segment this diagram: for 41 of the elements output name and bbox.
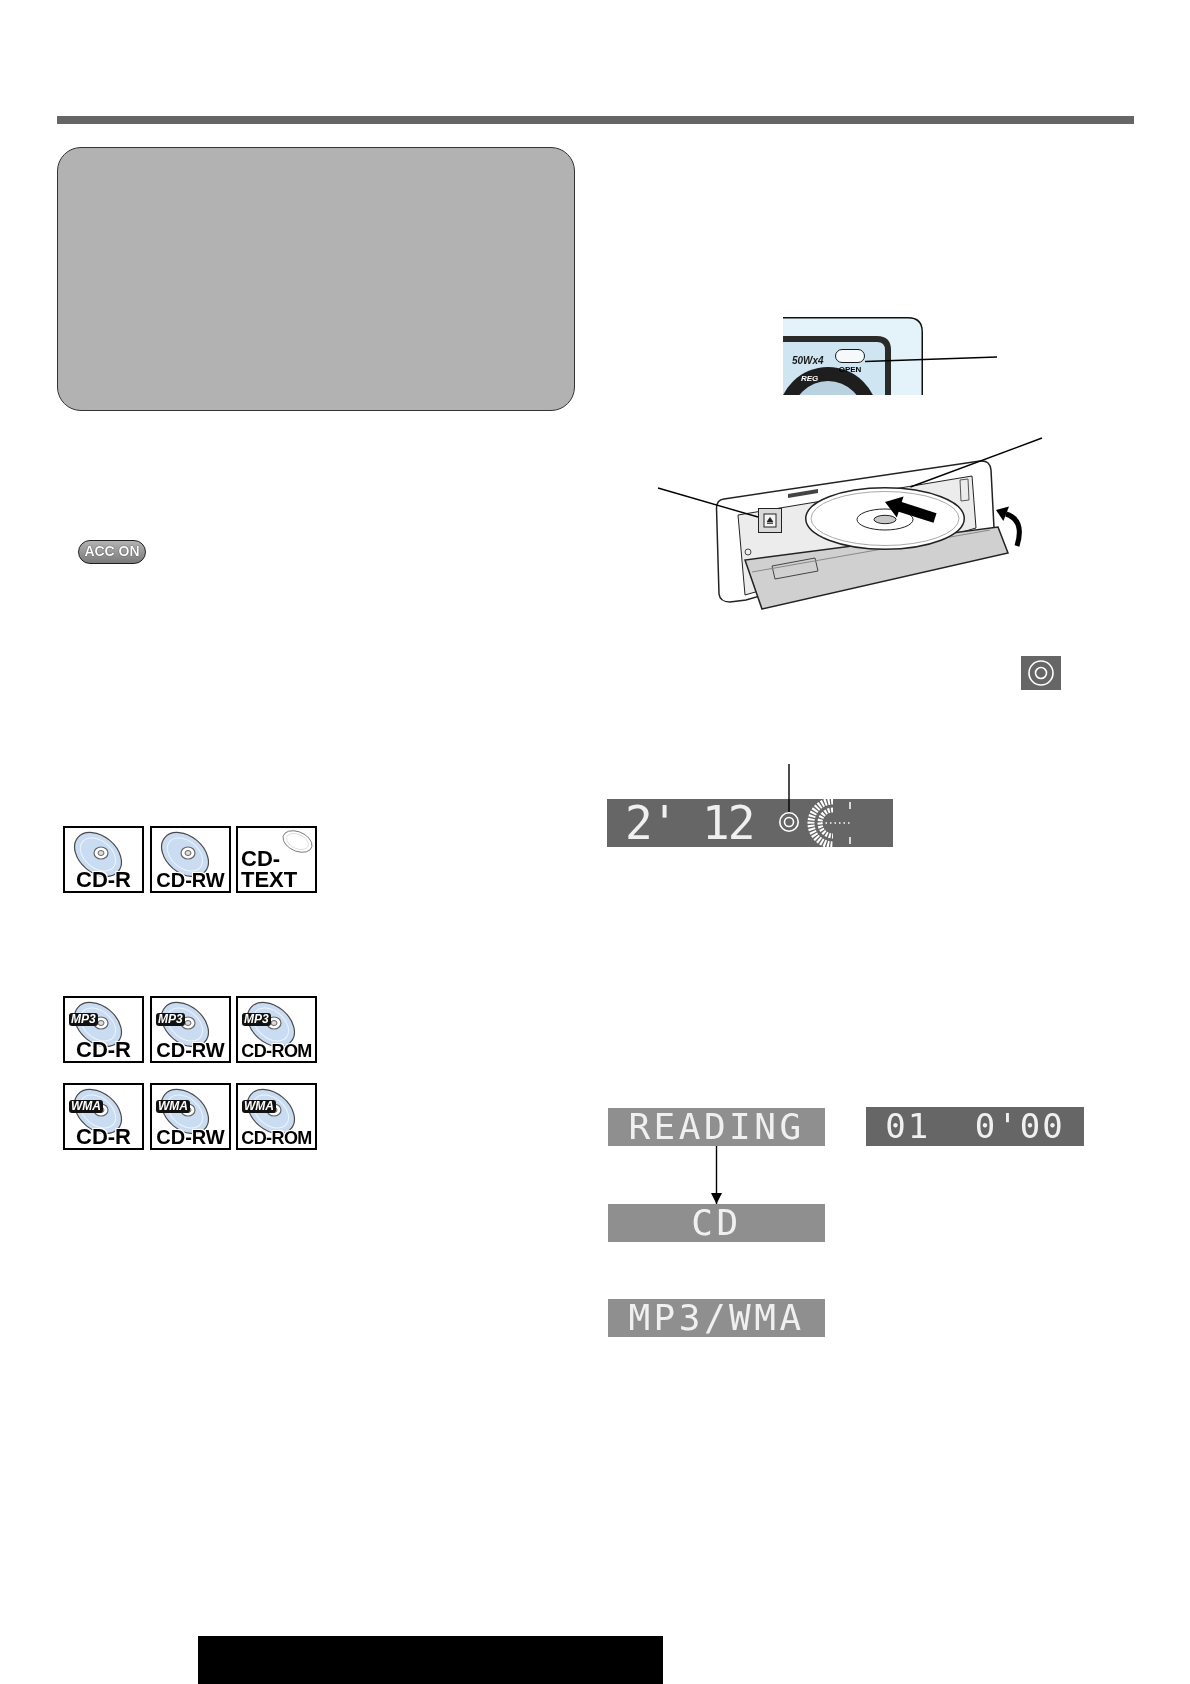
lcd-display: CD bbox=[608, 1204, 825, 1242]
format-tag: WMA bbox=[242, 1100, 276, 1113]
disc-format-mark bbox=[150, 996, 231, 1063]
eject-button bbox=[758, 508, 782, 533]
disc-format-mark bbox=[236, 996, 317, 1063]
format-label: CD-RW bbox=[156, 1041, 225, 1060]
format-tag: WMA bbox=[156, 1100, 190, 1113]
leader-line bbox=[864, 356, 998, 363]
format-tag: MP3 bbox=[69, 1013, 98, 1026]
lcd-display: MP3/WMA bbox=[608, 1299, 825, 1337]
disc-format-mark bbox=[150, 1083, 231, 1150]
format-label: CD-RW bbox=[156, 871, 225, 890]
arrow bbox=[711, 1145, 722, 1205]
lcd-display: 01 0'00 bbox=[866, 1107, 1084, 1146]
disc-format-mark bbox=[236, 1083, 317, 1150]
format-label: CD-R bbox=[76, 1039, 131, 1060]
disc bbox=[805, 487, 965, 550]
format-label: CD-RW bbox=[156, 1128, 225, 1147]
format-tag: MP3 bbox=[156, 1013, 185, 1026]
disc-format-mark bbox=[63, 996, 144, 1063]
display-readout: 2' 12 bbox=[625, 799, 754, 847]
disc-format-mark bbox=[236, 826, 317, 893]
leader-line bbox=[909, 437, 1043, 488]
format-label: CD-ROM bbox=[241, 1043, 312, 1060]
disc-format-mark bbox=[63, 826, 144, 893]
lcd-display: READING bbox=[608, 1108, 825, 1146]
mode-badge: ACC ON bbox=[78, 540, 146, 564]
panel-marking: REG bbox=[801, 374, 819, 383]
leader-line bbox=[657, 487, 759, 518]
disc-format-mark bbox=[63, 1083, 144, 1150]
format-tag: WMA bbox=[69, 1100, 103, 1113]
format-label: CD-ROM bbox=[241, 1130, 312, 1147]
disc-indicator-icon bbox=[779, 812, 799, 832]
format-label: CD-TEXT bbox=[241, 848, 298, 890]
panel-marking: 50Wx4 bbox=[792, 355, 824, 366]
leader-line bbox=[788, 763, 790, 813]
format-label: CD-R bbox=[76, 869, 131, 890]
disc-format-mark bbox=[150, 826, 231, 893]
lcd-display bbox=[607, 799, 893, 847]
format-label: CD-R bbox=[76, 1126, 131, 1147]
format-tag: MP3 bbox=[242, 1013, 271, 1026]
